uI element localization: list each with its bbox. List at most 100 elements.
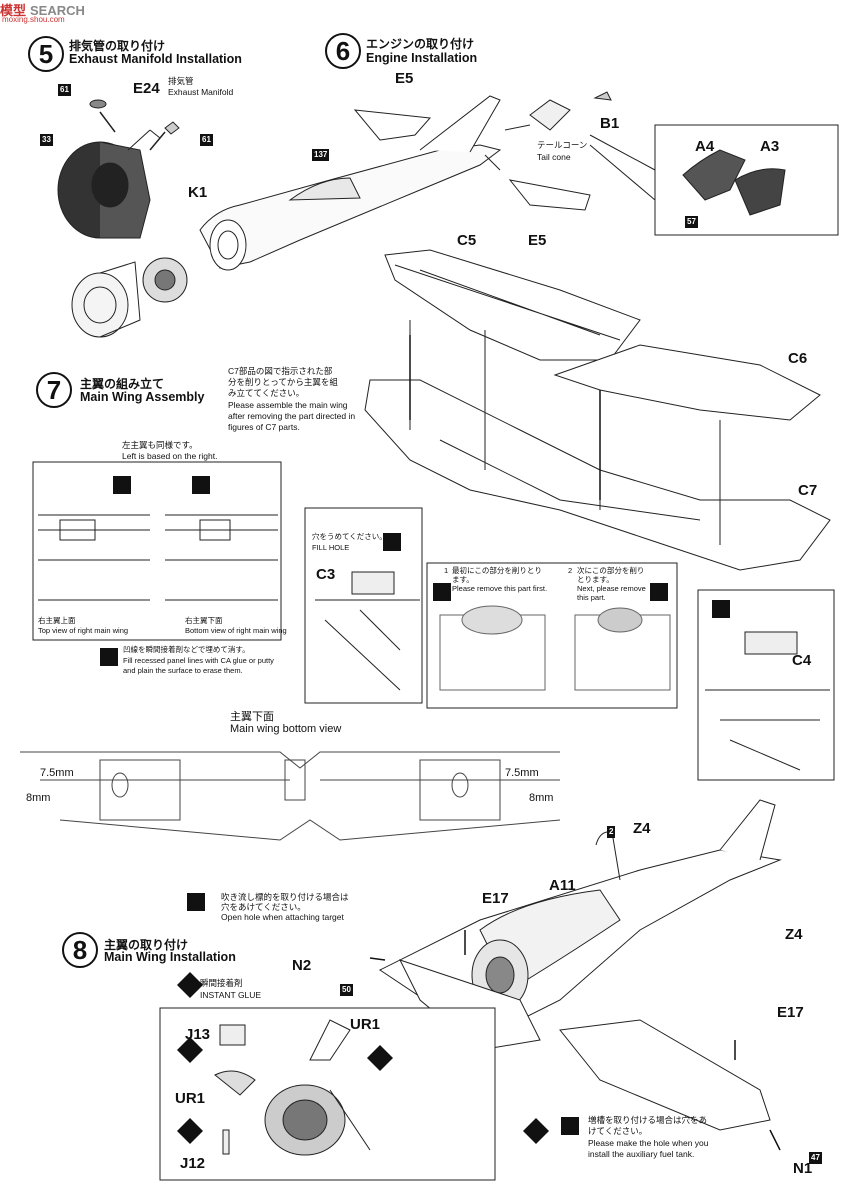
part-label-e5: E5 xyxy=(528,232,547,249)
scrape-icon xyxy=(433,583,451,601)
watermark-search: SEARCH xyxy=(30,3,85,18)
part-label-e24: E24 xyxy=(133,80,160,97)
part-label-z4: Z4 xyxy=(633,820,651,837)
wing-drawing xyxy=(364,249,831,571)
part-label-k1: K1 xyxy=(188,184,208,201)
fuselage-drawing xyxy=(71,91,612,338)
part-label-a4: A4 xyxy=(695,138,715,155)
part-label-e5: E5 xyxy=(395,70,414,87)
drill-icon xyxy=(561,1117,579,1135)
part-label-a11: A11 xyxy=(549,877,576,894)
step-first-num: 1 xyxy=(444,566,449,575)
step-6-title-jp: エンジンの取り付け xyxy=(366,37,475,51)
bottom-view-label-en: Bottom view of right main wing xyxy=(185,626,287,635)
wing-bottom-drawing xyxy=(20,751,561,841)
e24-note-en: Exhaust Manifold xyxy=(168,87,234,97)
fill-icon xyxy=(383,533,401,551)
fill-hole-en: FILL HOLE xyxy=(312,543,350,552)
wing-bottom-title-jp: 主翼下面 xyxy=(230,711,274,723)
watermark-url: moxing.shou.com xyxy=(2,15,65,24)
part-label-e17: E17 xyxy=(482,890,509,907)
instant-glue-jp: 瞬間接着剤 xyxy=(200,978,243,988)
dimension-left-1: 7.5mm xyxy=(40,767,74,779)
part-count-badge: 57 xyxy=(685,216,698,228)
fill-hole-jp: 穴をうめてください。 xyxy=(312,532,387,541)
step-5-title-jp: 排気管の取り付け xyxy=(69,39,166,53)
step-8-title-jp: 主翼の取り付け xyxy=(104,938,189,952)
step-8-title-en: Main Wing Installation xyxy=(104,950,236,964)
c7-note-jp-3: み立ててください。 xyxy=(228,388,305,398)
step-7-title-en: Main Wing Assembly xyxy=(80,390,205,404)
dimension-left-2: 8mm xyxy=(26,792,51,804)
target-note-jp-2: 穴をあけてください。 xyxy=(221,902,306,912)
remove-first-jp-1: 最初にこの部分を削りとり xyxy=(452,566,542,575)
part-count-badge: 47 xyxy=(809,1152,822,1164)
fill-note-en-2: and plain the surface to erase them. xyxy=(123,666,243,675)
dimension-right-1: 7.5mm xyxy=(505,767,539,779)
step-5-title-en: Exhaust Manifold Installation xyxy=(69,52,242,66)
scrape-icon xyxy=(650,583,668,601)
watermark-brand: 模型 xyxy=(0,3,27,18)
scrape-icon xyxy=(113,476,131,494)
part-label-a3: A3 xyxy=(760,138,780,155)
part-label-ur1: UR1 xyxy=(350,1016,381,1033)
target-note-jp-1: 吹き流し標的を取り付ける場合は xyxy=(221,892,349,902)
fill-icon xyxy=(100,648,118,666)
cowling-drawing xyxy=(57,99,180,239)
part-label-j13: J13 xyxy=(185,1026,211,1043)
c7-note-jp-2: 分を削りとってから主翼を組 xyxy=(228,377,338,387)
top-view-label-jp: 右主翼上面 xyxy=(38,616,76,625)
remove-next-jp-1: 次にこの部分を削り xyxy=(577,566,645,575)
fill-note-en-1: Fill recessed panel lines with CA glue o… xyxy=(123,656,274,665)
part-label-n2: N2 xyxy=(292,957,312,974)
remove-first-en: Please remove this part first. xyxy=(452,584,548,593)
c7-note-en-1: Please assemble the main wing xyxy=(228,400,348,410)
part-count-badge: 2 xyxy=(607,826,616,838)
instant-glue-en: INSTANT GLUE xyxy=(200,990,262,1000)
part-label-c7: C7 xyxy=(798,482,818,499)
e24-note-jp: 排気管 xyxy=(168,76,194,86)
remove-next-en-2: this part. xyxy=(577,593,606,602)
target-note-en: Open hole when attaching target xyxy=(221,912,344,922)
remove-next-jp-2: とります。 xyxy=(577,575,614,584)
c7-note-en-2: after removing the part directed in xyxy=(228,411,356,421)
part-label-c5: C5 xyxy=(457,232,477,249)
part-label-c4: C4 xyxy=(792,652,812,669)
left-wing-note-jp: 左主翼も同様です。 xyxy=(122,440,198,450)
step-7-number: 7 xyxy=(36,372,72,408)
wing-bottom-title-en: Main wing bottom view xyxy=(230,723,342,735)
dimension-right-2: 8mm xyxy=(529,792,554,804)
part-label-j12: J12 xyxy=(180,1155,206,1172)
part-label-ur1: UR1 xyxy=(175,1090,206,1107)
tailcone-label-en: Tail cone xyxy=(537,152,571,162)
part-label-c6: C6 xyxy=(788,350,808,367)
fill-icon xyxy=(712,600,730,618)
step-8-number: 8 xyxy=(62,932,98,968)
tank-note-en-1: Please make the hole when you xyxy=(588,1138,709,1148)
part-label-n1: N1 xyxy=(793,1160,813,1177)
tank-note-jp-1: 増槽を取り付ける場合は穴をあ xyxy=(588,1115,708,1125)
step-6-title-en: Engine Installation xyxy=(366,51,478,65)
fill-note-jp: 凹線を瞬間接着剤などで埋めて消す。 xyxy=(123,645,250,654)
remove-next-en-1: Next, please remove xyxy=(577,584,646,593)
left-wing-note-en: Left is based on the right. xyxy=(122,451,218,461)
drill-icon xyxy=(187,893,205,911)
part-label-z4: Z4 xyxy=(785,926,803,943)
remove-first-jp-2: ます。 xyxy=(452,575,474,584)
c7-note-en-3: figures of C7 parts. xyxy=(228,422,300,432)
tailcone-label-jp: テールコーン xyxy=(537,140,588,150)
part-count-badge: 61 xyxy=(200,134,213,146)
scrape-icon xyxy=(192,476,210,494)
tank-note-jp-2: けてください。 xyxy=(588,1126,648,1136)
part-count-badge: 50 xyxy=(340,984,353,996)
bottom-view-label-jp: 右主翼下面 xyxy=(185,616,223,625)
step-7-title-jp: 主翼の組み立て xyxy=(80,377,165,391)
part-label-e17: E17 xyxy=(777,1004,804,1021)
step-5-number: 5 xyxy=(28,36,64,72)
part-label-c3: C3 xyxy=(316,566,336,583)
step-6-number: 6 xyxy=(325,33,361,69)
top-view-label-en: Top view of right main wing xyxy=(38,626,129,635)
part-label-b1: B1 xyxy=(600,115,620,132)
